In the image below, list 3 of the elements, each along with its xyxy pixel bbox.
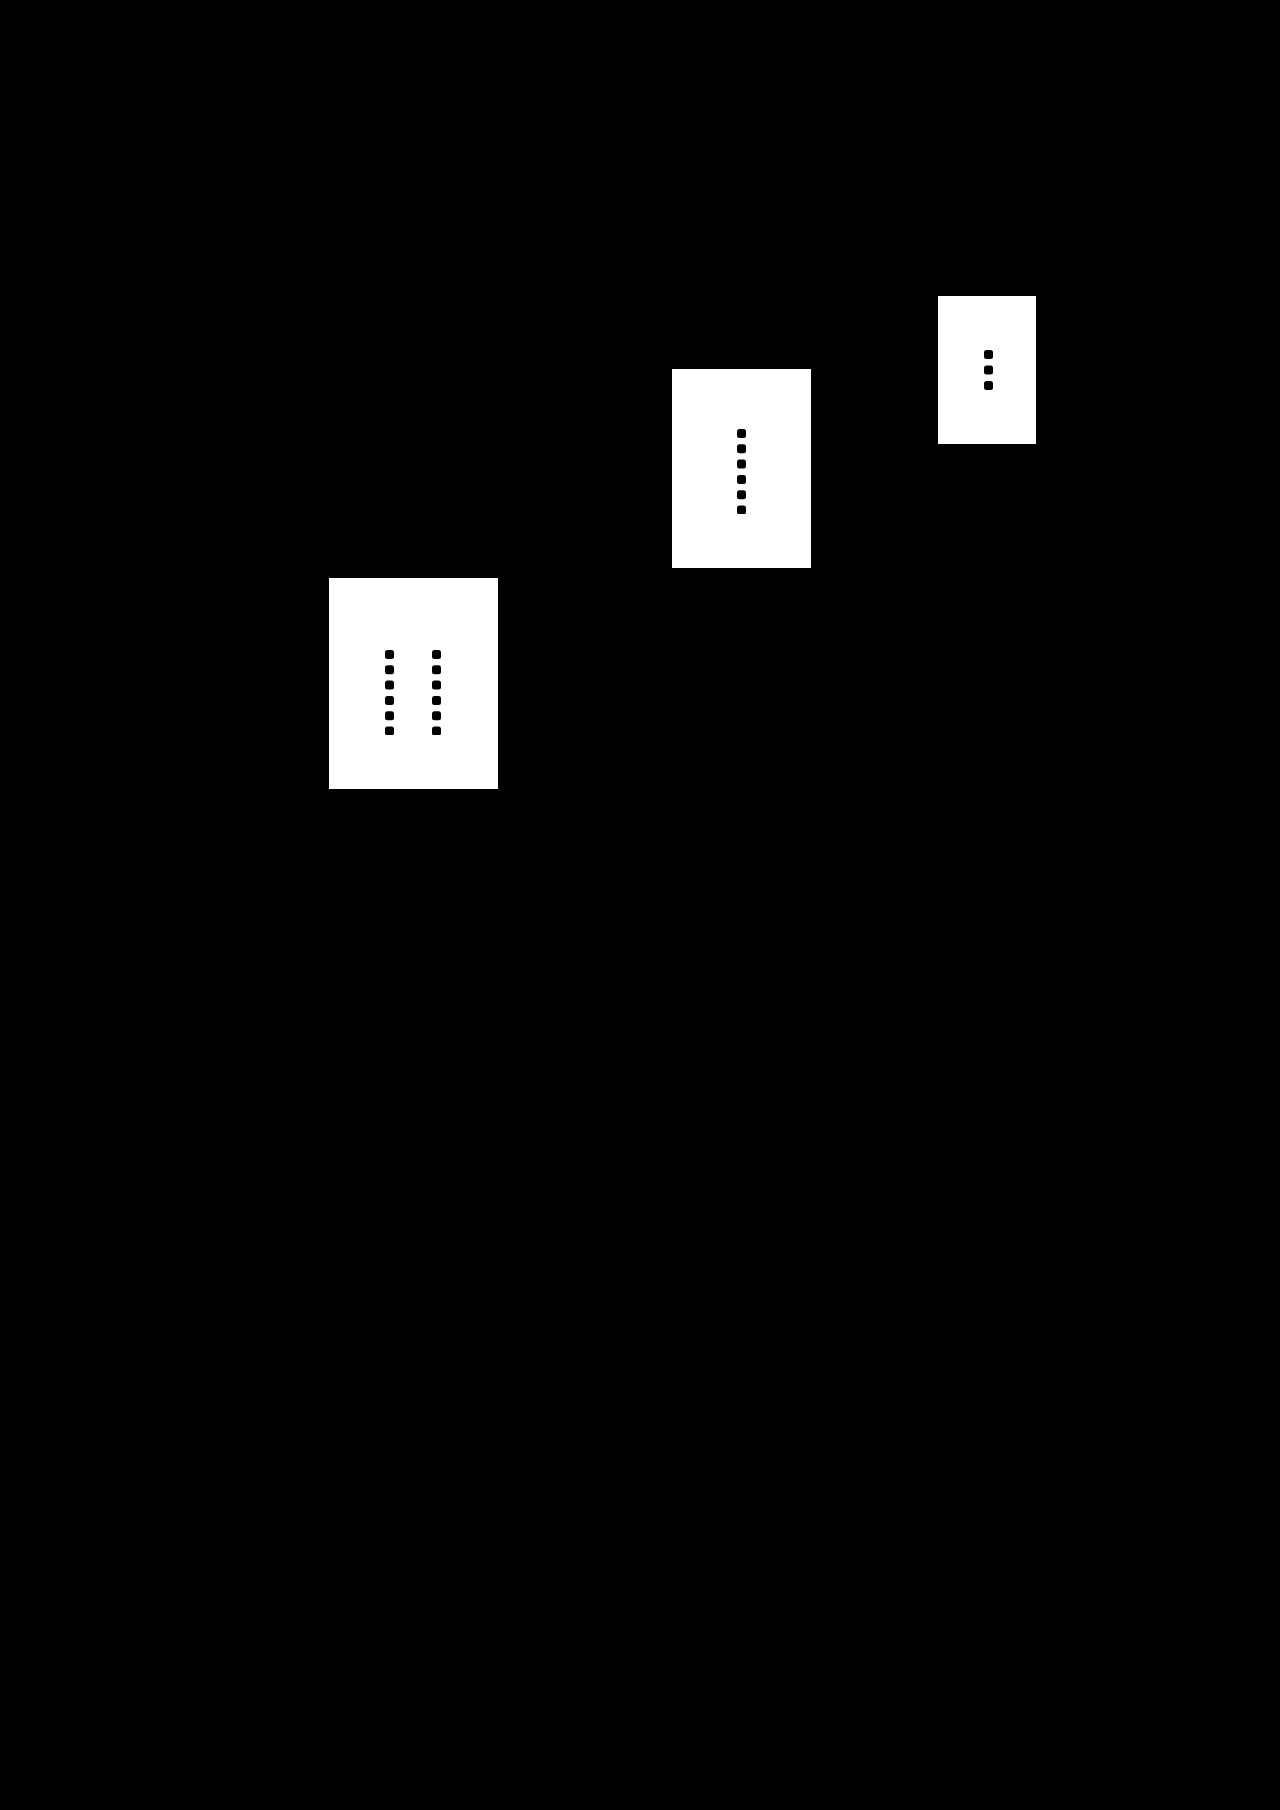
card-box xyxy=(672,369,811,568)
card-box xyxy=(938,296,1036,444)
card-box xyxy=(329,578,498,789)
